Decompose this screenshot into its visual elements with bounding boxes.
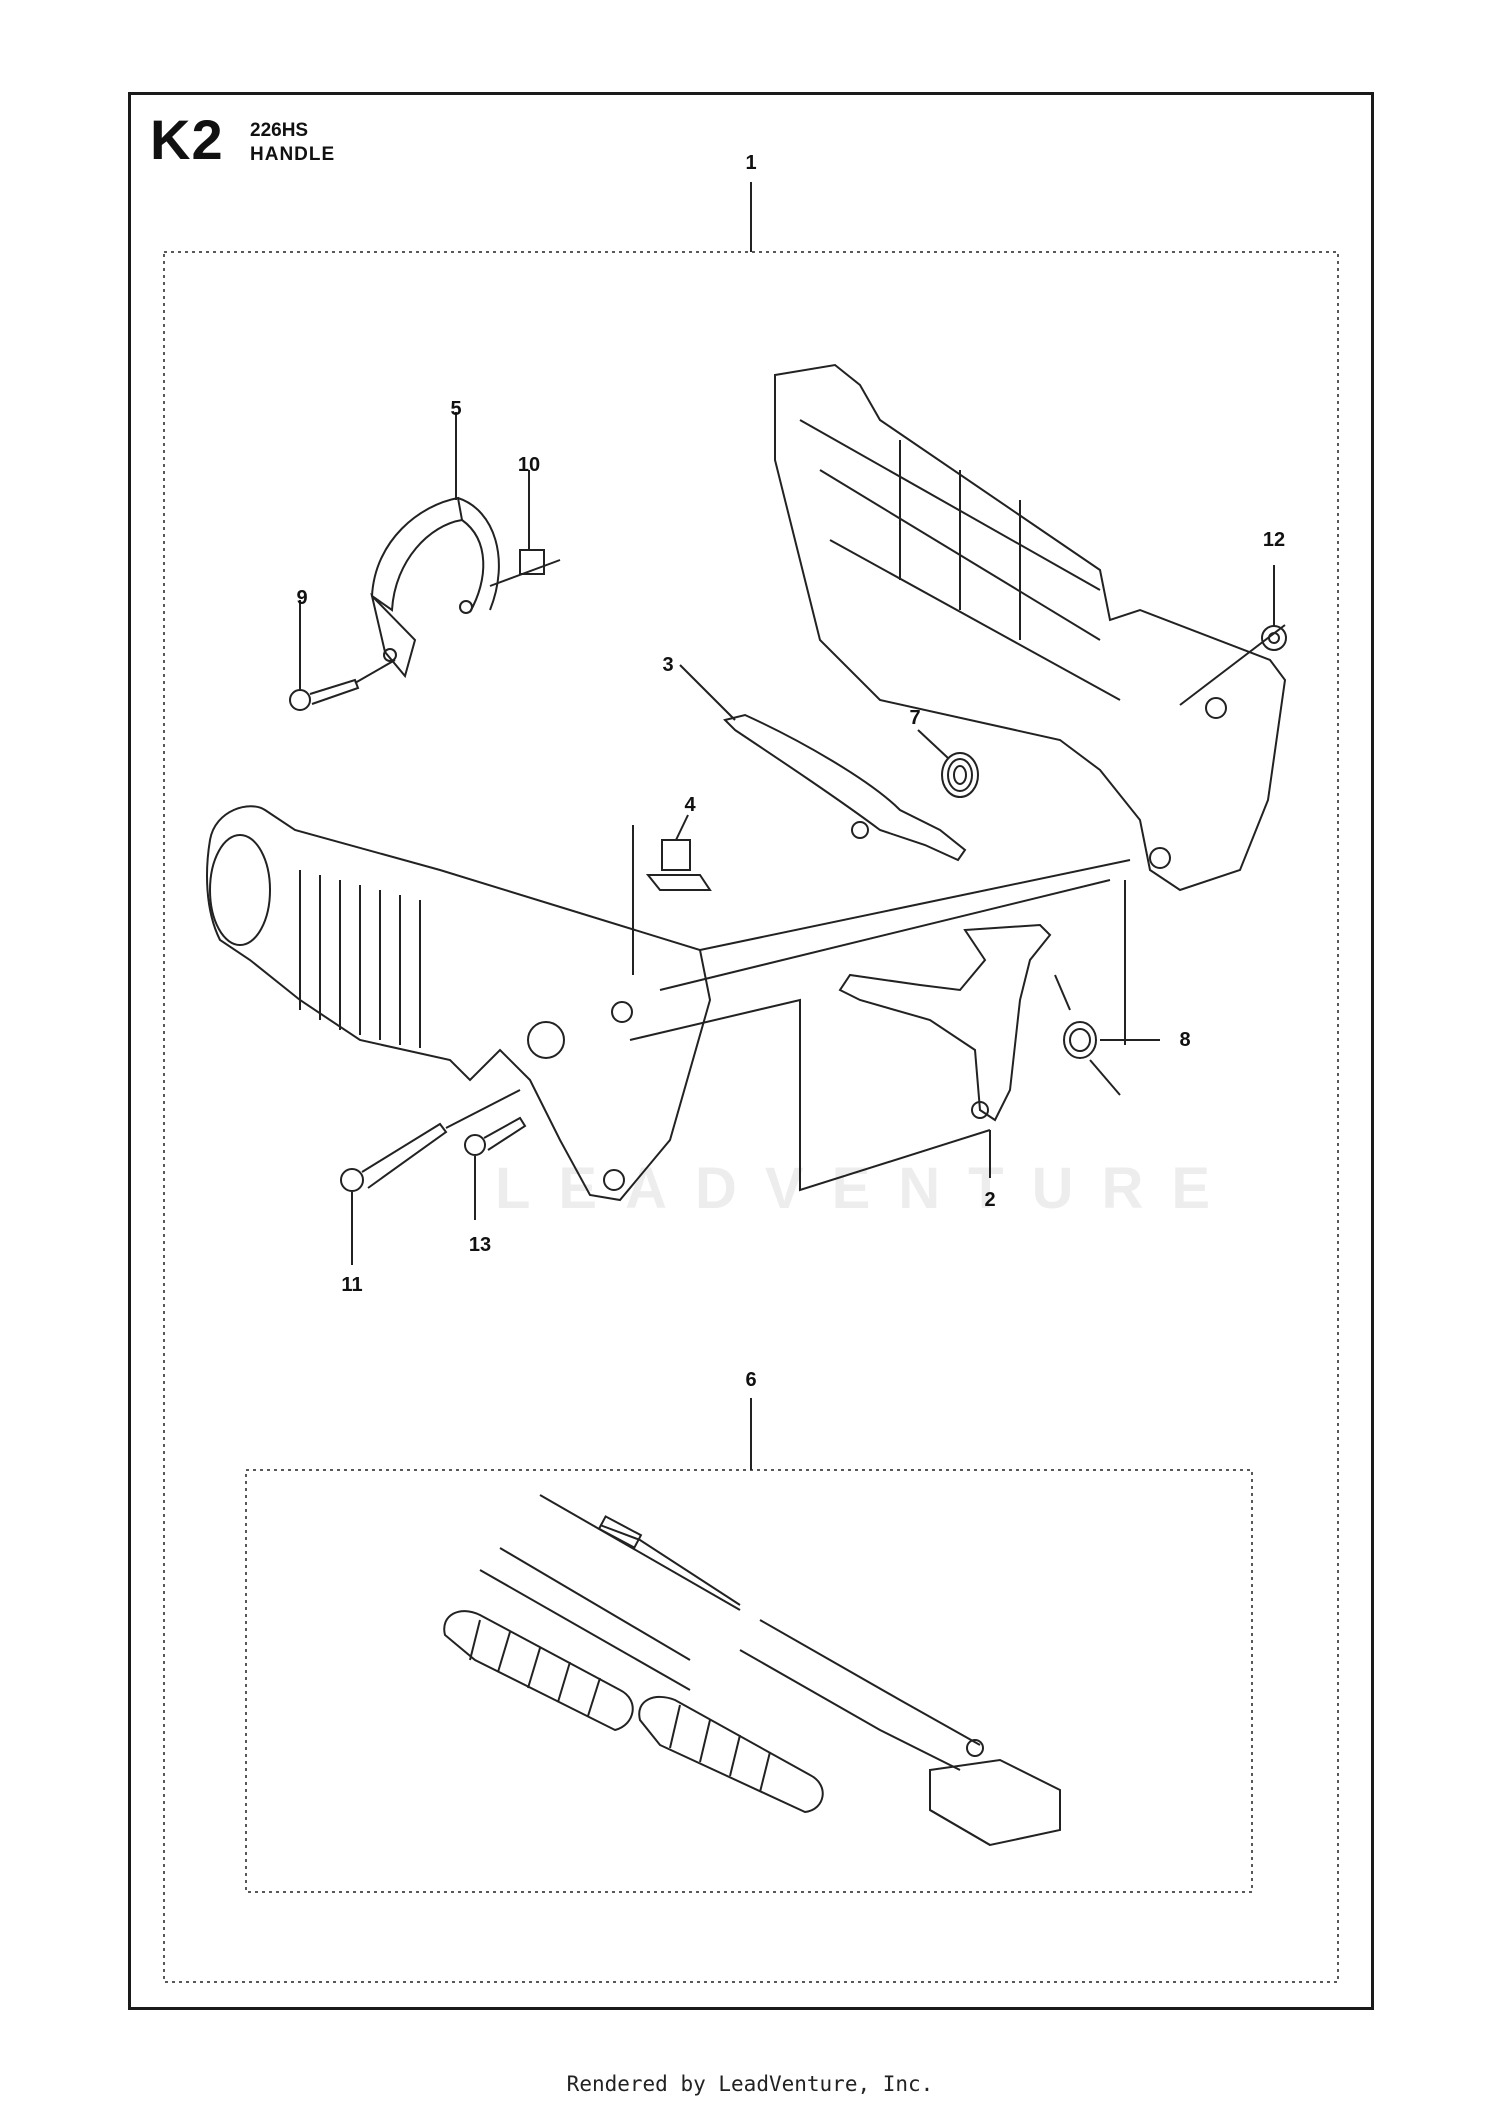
spring-part-8	[1054, 880, 1160, 1096]
model-number: 226HS	[250, 120, 309, 141]
nut-part-12	[1179, 565, 1287, 706]
footer-credit: Rendered by LeadVenture, Inc.	[566, 2072, 934, 2096]
rear-grip-part	[206, 805, 1131, 1202]
callout-6: 6	[745, 1369, 757, 1391]
callout-10: 10	[517, 454, 541, 476]
clamp-part	[370, 412, 500, 679]
throttle-lever-part	[679, 664, 967, 862]
cable-kit-part	[443, 1494, 1061, 1847]
spring-part-7	[917, 729, 979, 798]
sheet-code: K2	[150, 108, 224, 171]
trigger-part	[629, 923, 1052, 1192]
callout-8: 8	[1179, 1029, 1191, 1051]
callout-2: 2	[984, 1189, 996, 1211]
screw-part-11	[340, 1089, 521, 1265]
stop-switch-part	[632, 814, 712, 975]
callout-1: 1	[745, 152, 757, 174]
assembly-group-box	[163, 251, 1339, 1983]
kit-group-box	[245, 1469, 1253, 1893]
screw-part-13	[464, 1116, 527, 1220]
section-title: HANDLE	[250, 144, 336, 165]
callout-9: 9	[296, 587, 308, 609]
callout-12: 12	[1262, 529, 1286, 551]
callout-7: 7	[909, 707, 921, 729]
callout-13: 13	[468, 1234, 492, 1256]
screw-part-9	[289, 600, 396, 711]
handle-frame-part	[774, 363, 1287, 892]
callout-5: 5	[450, 398, 462, 420]
square-nut-part	[489, 470, 561, 587]
callout-11: 11	[341, 1274, 363, 1296]
callout-3: 3	[662, 654, 674, 676]
diagram-frame	[128, 92, 1374, 2010]
callout-4: 4	[684, 794, 696, 816]
watermark-text: LEADVENTURE	[495, 1156, 1239, 1221]
